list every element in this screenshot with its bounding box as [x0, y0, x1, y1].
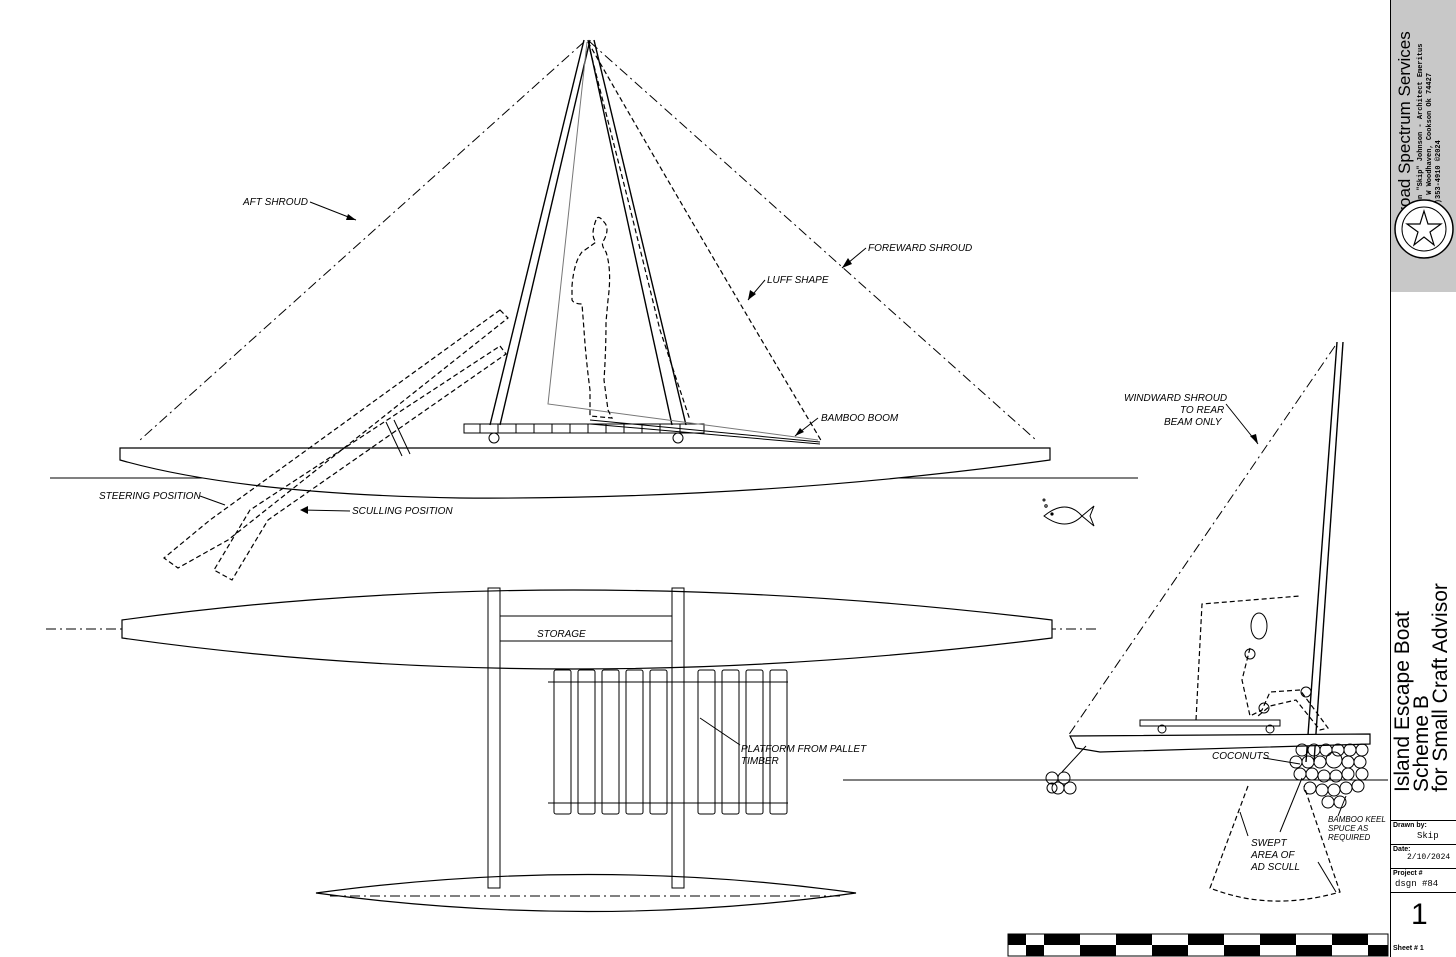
luff-shape-curve: [587, 41, 823, 443]
platform-planks: [553, 669, 788, 815]
drawn-by-caption: Drawn by:: [1393, 822, 1427, 829]
label-swept-3: AD SCULL: [1250, 862, 1300, 873]
sculling-oar: [213, 345, 507, 581]
label-steering-position: STEERING POSITION: [99, 491, 201, 502]
mast-leg-fwd: [587, 39, 673, 426]
sheet-number: 1: [1411, 898, 1428, 931]
coconut-float-main: [1289, 743, 1369, 809]
foreward-shroud-line: [589, 41, 1037, 441]
date-caption: Date:: [1393, 846, 1411, 853]
end-mast: [1305, 341, 1338, 763]
side-elevation: AFT SHROUD FOREWARD SHROUD LUFF SHAPE BA…: [50, 39, 1138, 581]
main-hull-plan: [121, 589, 1053, 670]
label-swept-1: SWEPT: [1251, 838, 1287, 849]
mast-leg-aft: [499, 39, 591, 426]
mast-leg-aft: [489, 39, 585, 426]
label-sculling-position: SCULLING POSITION: [352, 506, 453, 517]
boat-drawing: AFT SHROUD FOREWARD SHROUD LUFF SHAPE BA…: [46, 39, 1389, 957]
drawn-by-value: Skip: [1417, 831, 1439, 841]
label-aft-shroud: AFT SHROUD: [242, 197, 308, 208]
label-windward-3: BEAM ONLY: [1164, 417, 1223, 428]
label-foreward-shroud: FOREWARD SHROUD: [868, 243, 972, 254]
bamboo-boom: [589, 419, 821, 443]
swept-scull-area: [1209, 785, 1341, 902]
end-cross-beam: [1069, 733, 1371, 753]
label-keel-2: SPUCE AS: [1328, 824, 1369, 833]
label-bamboo-boom: BAMBOO BOOM: [821, 413, 899, 424]
label-keel-1: BAMBOO KEEL: [1328, 815, 1386, 824]
label-windward-1: WINDWARD SHROUD: [1124, 393, 1227, 404]
date-row: Date: 2/10/2024: [1391, 844, 1456, 868]
sheet-caption: Sheet # 1: [1393, 945, 1424, 952]
project-title-3: for Small Craft Advisor: [1429, 583, 1452, 792]
company-seal-logo: [1394, 199, 1454, 259]
deck-wheel: [488, 432, 500, 444]
oar-lock: [385, 421, 403, 457]
date-value: 2/10/2024: [1407, 853, 1451, 862]
cross-beam-aft: [487, 587, 501, 889]
cross-beam-fwd: [671, 587, 685, 889]
mast-leg-fwd: [593, 39, 687, 426]
project-caption: Project #: [1393, 870, 1423, 877]
label-swept-2: AREA OF: [1250, 850, 1295, 861]
end-sail-outline: [1195, 595, 1301, 721]
label-windward-2: TO REAR: [1180, 405, 1224, 416]
label-coconuts: COCONUTS: [1212, 751, 1270, 762]
project-value: dsgn #84: [1395, 879, 1439, 889]
label-platform-2: TIMBER: [741, 756, 779, 767]
steering-oar: [163, 309, 509, 569]
coconut-float-outrigger: [1045, 771, 1077, 795]
plan-view: STORAGE PLATFORM FROM PALLET TIMBER: [46, 587, 1098, 913]
outrigger-float: [315, 873, 857, 913]
project-row: Project # dsgn #84: [1391, 868, 1456, 892]
aft-shroud-line: [139, 41, 585, 441]
deck-platform: [463, 423, 705, 434]
company-address-1: Milton "Skip" Johnson - Architect Emerit…: [1417, 43, 1425, 220]
company-name: Broad Spectrum Services: [1395, 31, 1414, 224]
end-elevation: WINDWARD SHROUD TO REAR BEAM ONLY COCONU…: [843, 341, 1388, 902]
fish-icon: [1042, 498, 1095, 527]
sail-outline: [547, 41, 819, 441]
label-storage: STORAGE: [537, 629, 586, 640]
seated-figure: [1241, 612, 1330, 731]
label-keel-3: REQUIRED: [1328, 833, 1370, 842]
sheet-row: [1391, 892, 1456, 957]
drawn-by-row: Drawn by: Skip: [1391, 820, 1456, 844]
deck-wheel: [672, 432, 684, 444]
label-luff-shape: LUFF SHAPE: [767, 275, 829, 286]
label-platform-1: PLATFORM FROM PALLET: [741, 744, 867, 755]
scale-bar: [1007, 933, 1389, 957]
title-block: Broad Spectrum Services Milton "Skip" Jo…: [1390, 0, 1456, 957]
standing-figure: [571, 216, 614, 419]
main-hull-profile: [119, 447, 1051, 499]
